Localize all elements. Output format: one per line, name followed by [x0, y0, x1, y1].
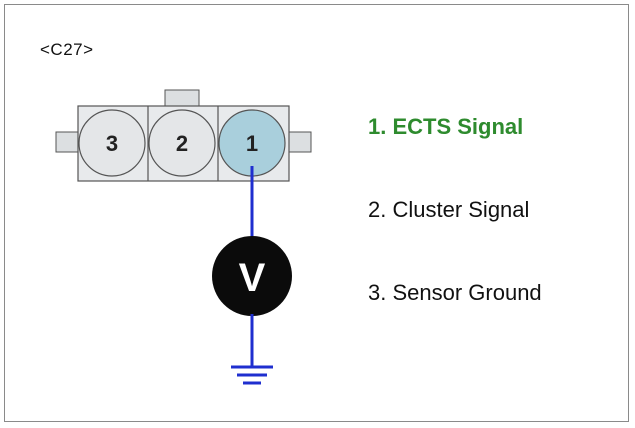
voltmeter-label: V — [239, 256, 266, 300]
connector-tab-left — [55, 131, 81, 153]
legend-item-cluster-signal: 2. Cluster Signal — [368, 197, 530, 222]
pin-1-label: 1 — [246, 131, 258, 156]
connector-latch-top — [164, 89, 200, 109]
legend-item-ects-signal: 1. ECTS Signal — [368, 114, 524, 139]
legend-item-sensor-ground: 3. Sensor Ground — [368, 280, 542, 305]
pin-2-label: 2 — [176, 131, 188, 156]
connector-tab-right — [286, 131, 312, 153]
pin-3-label: 3 — [106, 131, 118, 156]
voltmeter — [212, 236, 292, 316]
pin-3-circle — [78, 109, 146, 177]
diagram-frame — [4, 4, 629, 422]
connector-id-label: <C27> — [40, 40, 94, 59]
ground-icon — [231, 365, 273, 385]
pin-2-circle — [148, 109, 216, 177]
